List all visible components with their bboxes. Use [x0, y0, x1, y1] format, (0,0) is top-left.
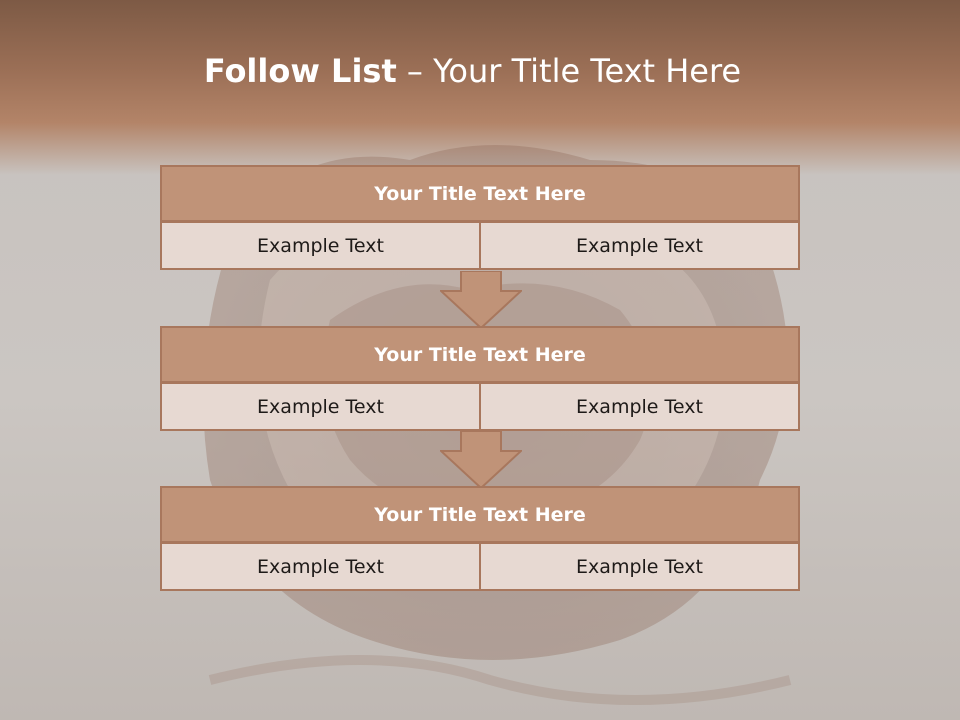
stage-cell-right: Example Text	[479, 221, 800, 270]
stage-row: Example Text Example Text	[160, 542, 800, 591]
slide-title-rest: – Your Title Text Here	[396, 52, 742, 90]
slide-title: Follow List – Your Title Text Here	[0, 52, 945, 90]
stage-box-2: Your Title Text Here Example Text Exampl…	[160, 326, 800, 431]
stage-cell-left: Example Text	[160, 382, 481, 431]
stage-cell-left: Example Text	[160, 221, 481, 270]
stage-box-3: Your Title Text Here Example Text Exampl…	[160, 486, 800, 591]
stage-cell-right: Example Text	[479, 542, 800, 591]
down-arrow-icon	[440, 271, 522, 329]
stage-box-1: Your Title Text Here Example Text Exampl…	[160, 165, 800, 270]
stage-title: Your Title Text Here	[160, 486, 800, 543]
stage-row: Example Text Example Text	[160, 382, 800, 431]
stage-cell-left: Example Text	[160, 542, 481, 591]
stage-cell-right: Example Text	[479, 382, 800, 431]
slide-title-bold: Follow List	[203, 52, 397, 90]
stage-title: Your Title Text Here	[160, 165, 800, 222]
stage-title: Your Title Text Here	[160, 326, 800, 383]
down-arrow-icon	[440, 431, 522, 489]
stage-row: Example Text Example Text	[160, 221, 800, 270]
